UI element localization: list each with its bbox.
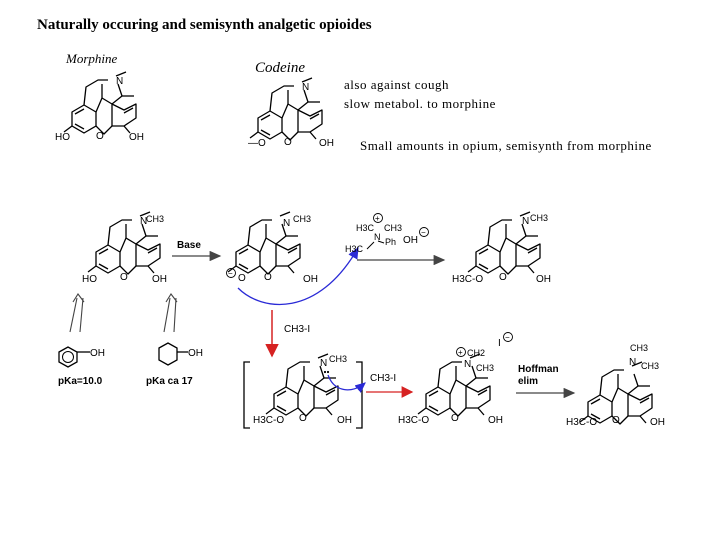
oh-label: OH: [303, 274, 318, 285]
minus-sign: −: [228, 269, 233, 278]
ch3-label: CH3: [146, 214, 164, 224]
svg-text:H3C: H3C: [345, 244, 364, 254]
note-source: Small amounts in opium, semisynth from m…: [360, 138, 652, 153]
svg-text:CH3: CH3: [384, 223, 402, 233]
svg-text:Ph: Ph: [385, 237, 396, 247]
methoxy-label: —O: [248, 138, 266, 149]
n-atom: N: [283, 218, 290, 229]
positive-charge-icon: [456, 347, 466, 357]
morphine-label: Morphine: [66, 51, 118, 66]
curved-arrow: [237, 246, 359, 306]
svg-text:H3C: H3C: [356, 223, 375, 233]
h3c-o-label: H3C-O: [452, 274, 483, 285]
h3c-o-label: H3C-O: [398, 415, 429, 426]
ch3-label: CH3: [530, 213, 548, 223]
codeine-label: Codeine: [255, 60, 305, 76]
ch3-label: CH3: [476, 363, 494, 373]
minus-sign: −: [505, 333, 510, 342]
bracket-left: [243, 361, 250, 429]
negative-charge-icon: [226, 268, 236, 278]
oh-label: OH: [319, 138, 334, 149]
elim-label: elim: [518, 376, 538, 387]
curved-arrow: [327, 374, 366, 393]
lone-pair: [323, 370, 327, 374]
o-label: O: [284, 137, 292, 148]
iodide-label: I: [498, 338, 501, 349]
n-atom: N: [302, 82, 309, 93]
o-label: O: [120, 272, 128, 283]
cyclohexanol-structure: [158, 342, 188, 366]
o-label: O: [96, 131, 104, 142]
note-cough: also against cough: [344, 77, 450, 92]
n-atom: N: [522, 216, 529, 227]
ho-label: HO: [55, 132, 70, 143]
morphine-structure: [63, 71, 137, 135]
o-label: O: [264, 272, 272, 283]
codeine-structure: [249, 77, 323, 141]
oh-label: OH: [337, 415, 352, 426]
lone-pair: [326, 370, 330, 374]
svg-text:+: +: [375, 214, 380, 223]
bracket-right: [356, 361, 363, 429]
ch3i-reagent: CH3-I: [284, 324, 310, 335]
ch3-label: CH3: [329, 354, 347, 364]
n-atom: N: [464, 359, 471, 370]
o-label: O: [238, 273, 246, 284]
ch3-label: CH3: [641, 361, 659, 371]
o-label: O: [451, 413, 459, 424]
pka-cyclohexanol: pKa ca 17: [146, 376, 193, 387]
n-atom: N: [320, 358, 327, 369]
n-atom: N: [140, 216, 147, 227]
ch3i-reagent: CH3-I: [370, 373, 396, 384]
oh-label: OH: [536, 274, 551, 285]
n-atom: N: [116, 76, 123, 87]
anilinium-reagent: + H3C CH3 N H3C Ph OH −: [345, 213, 429, 254]
h3c-o-label: H3C-O: [253, 415, 284, 426]
svg-text:OH: OH: [403, 235, 418, 246]
oh-label: OH: [188, 348, 203, 359]
note-metabolism: slow metabol. to morphine: [344, 96, 496, 111]
equilibrium-arrow-alcohol: [163, 293, 178, 333]
o-label: O: [499, 272, 507, 283]
oh-label: OH: [488, 415, 503, 426]
o-label: O: [299, 413, 307, 424]
svg-text:−: −: [421, 228, 426, 237]
phenol-structure: [58, 346, 90, 368]
oh-label: OH: [129, 132, 144, 143]
oh-label: OH: [650, 417, 665, 428]
o-label: O: [612, 415, 620, 426]
oh-label: OH: [152, 274, 167, 285]
page-title: Naturally occuring and semisynth analget…: [37, 17, 372, 33]
ho-label: HO: [82, 274, 97, 285]
ch2-label: CH2: [467, 348, 485, 358]
equilibrium-arrow-phenol: [69, 293, 85, 333]
pka-phenol: pKa=10.0: [58, 376, 103, 387]
hoffman-label: Hoffman: [518, 364, 559, 375]
plus-sign: +: [458, 348, 463, 357]
negative-charge-icon: [503, 332, 513, 342]
oh-label: OH: [90, 348, 105, 359]
base-reagent: Base: [177, 240, 201, 251]
h3c-o-label: H3C-O: [566, 417, 597, 428]
svg-text:N: N: [374, 232, 381, 242]
ch3-label: CH3: [293, 214, 311, 224]
ch3-label: CH3: [630, 343, 648, 353]
n-atom: N: [629, 357, 636, 368]
